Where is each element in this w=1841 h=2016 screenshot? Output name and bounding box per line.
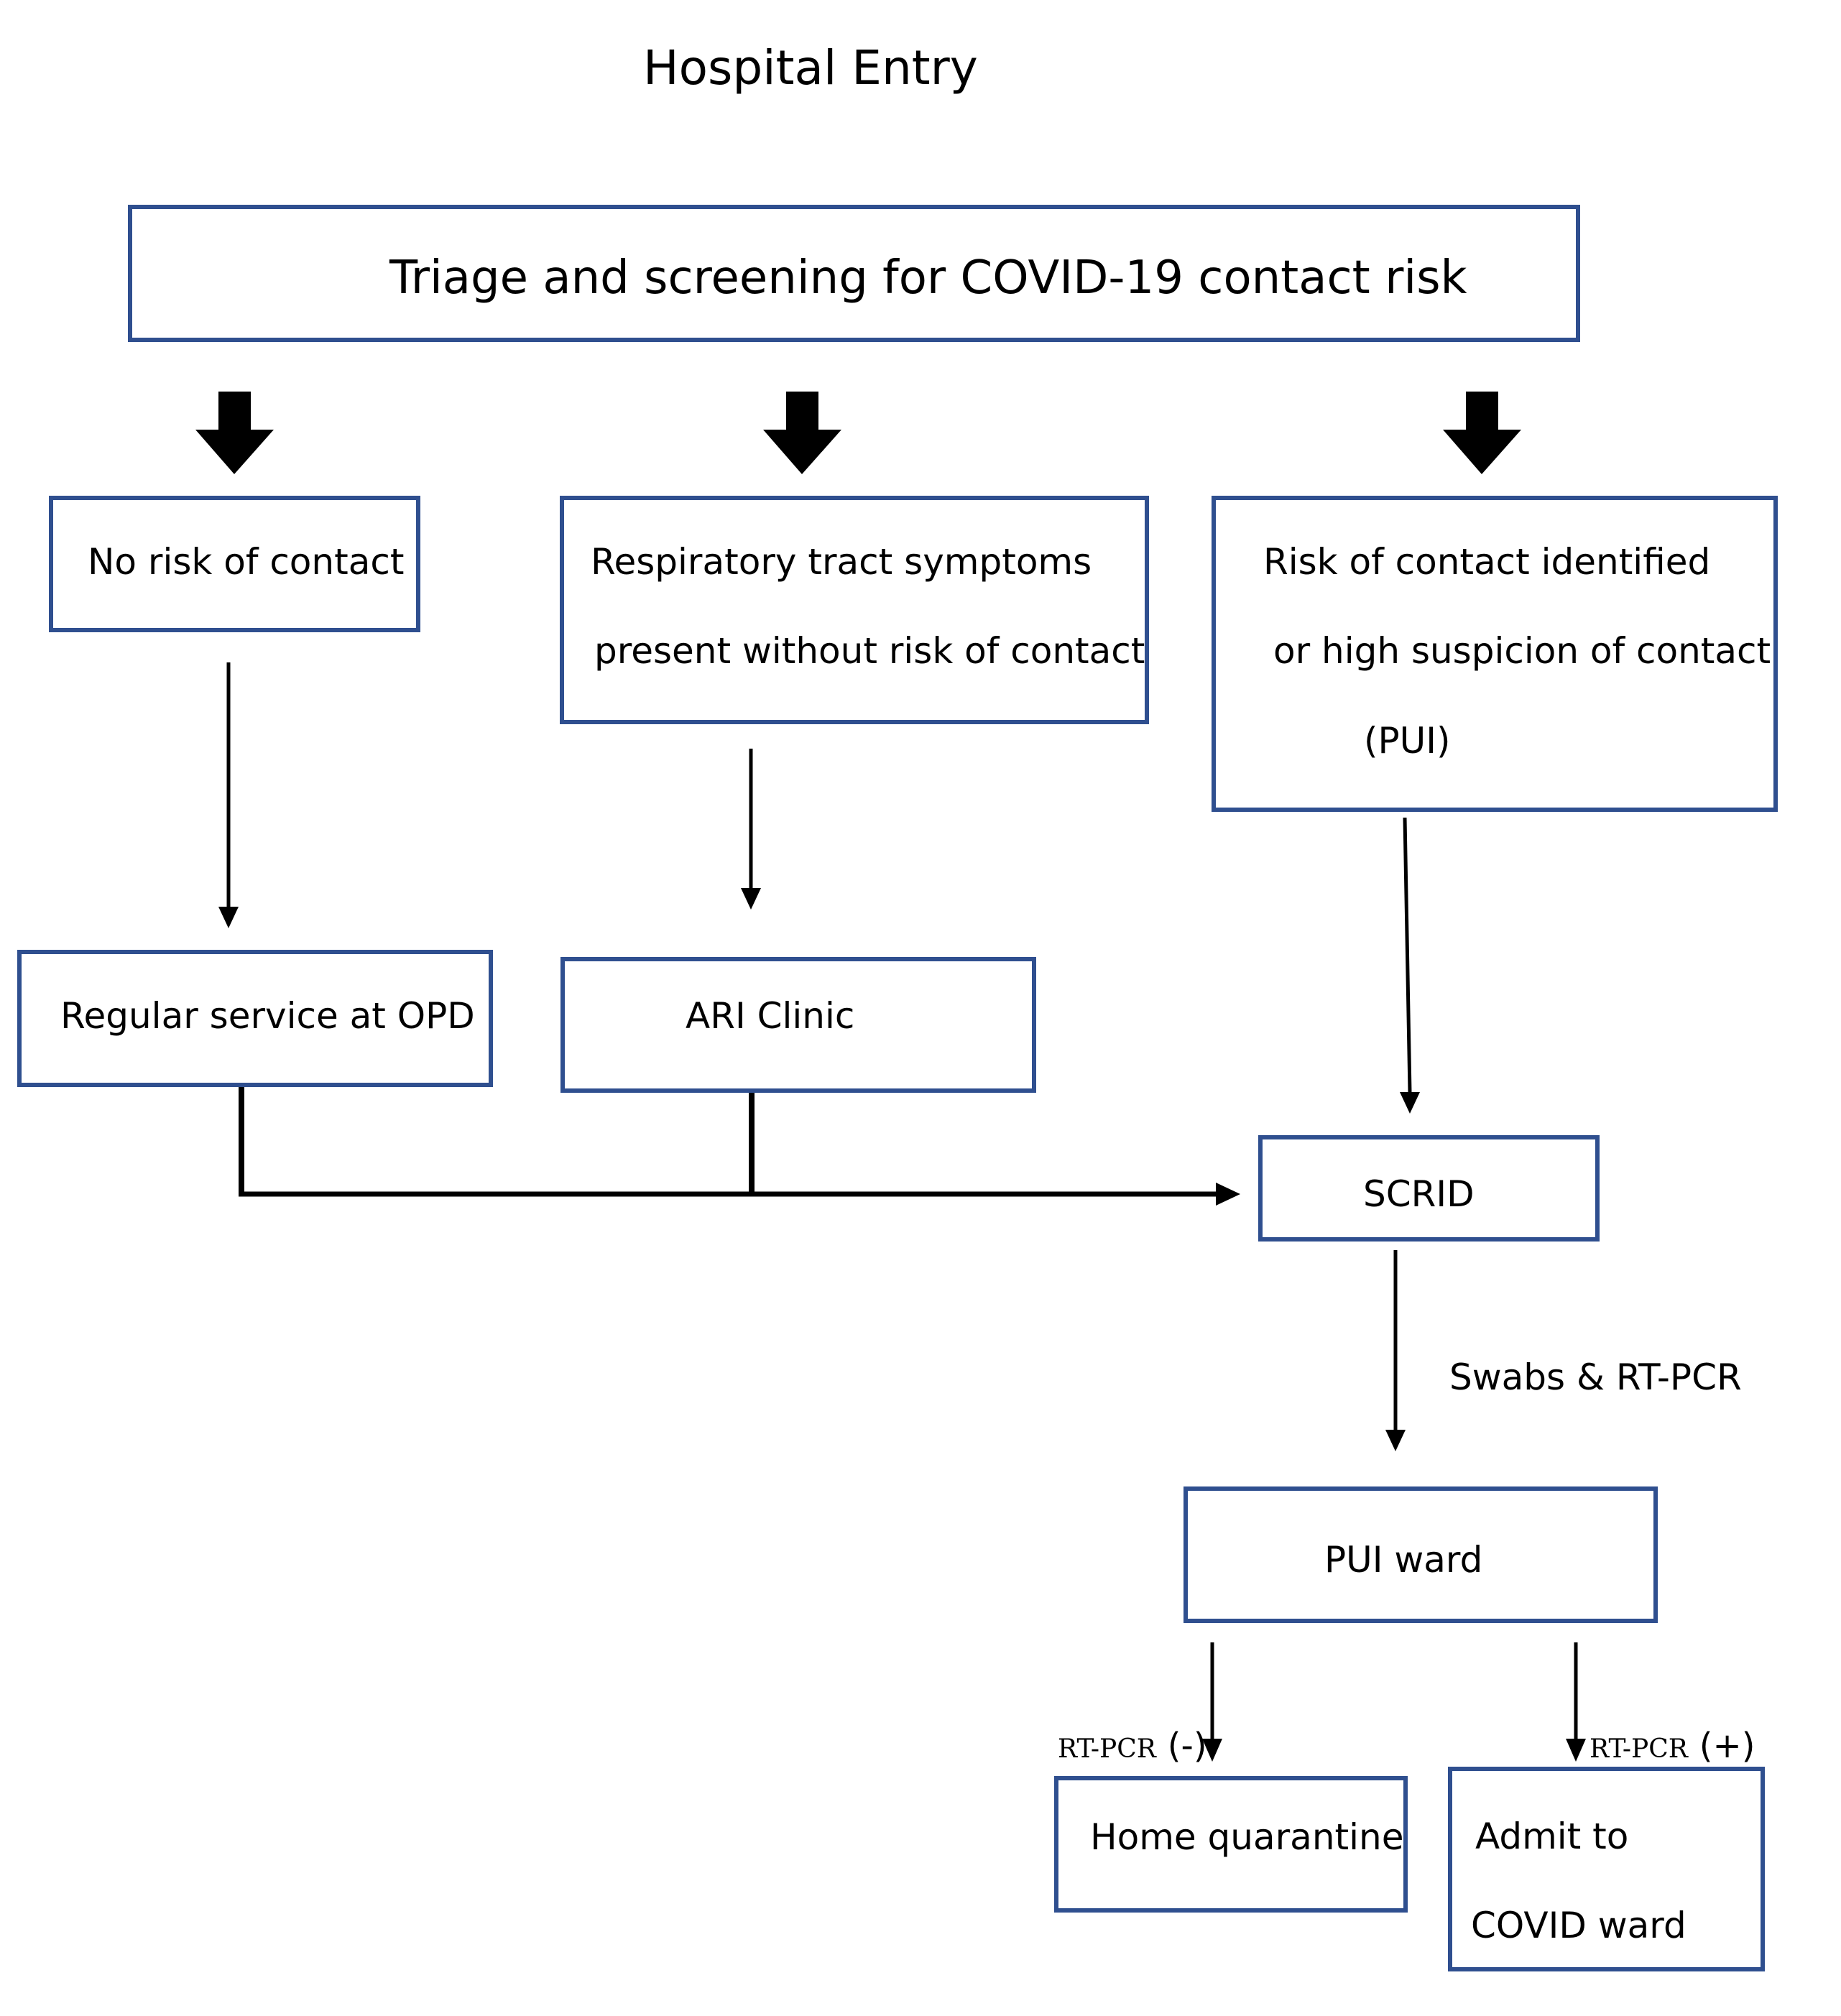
arrow-respiratory-to-ari [741,749,761,910]
arrow-pui-to-covid [1566,1642,1586,1762]
no-risk-box: No risk of contact [49,496,420,632]
rtpcr-negative-sign: (-) [1167,1726,1207,1766]
block-arrow-center [763,392,841,474]
covid-ward-line-2: COVID ward [1471,1905,1687,1946]
scrid-label: SCRID [1363,1173,1475,1215]
opd-box: Regular service at OPD [17,950,493,1087]
ari-label: ARI Clinic [686,995,855,1037]
page-title: Hospital Entry [643,40,978,96]
rtpcr-negative-test: RT-PCR [1058,1734,1156,1764]
risk-box: Risk of contact identified or high suspi… [1212,496,1778,812]
risk-line-1: Risk of contact identified [1263,541,1711,583]
risk-line-2: or high suspicion of contact [1273,630,1771,672]
covid-ward-line-1: Admit to [1475,1816,1629,1857]
arrow-risk-to-scrid [1400,817,1420,1114]
opd-label: Regular service at OPD [60,995,475,1037]
triage-box: Triage and screening for COVID-19 contac… [128,205,1580,342]
rtpcr-negative-label: RT-PCR (-) [1058,1727,1207,1763]
arrow-pui-to-home [1202,1642,1222,1762]
pui-ward-box: PUI ward [1184,1486,1658,1623]
triage-label: Triage and screening for COVID-19 contac… [389,251,1467,305]
no-risk-label: No risk of contact [88,541,405,583]
rtpcr-positive-label: RT-PCR (+) [1589,1727,1755,1763]
rtpcr-positive-sign: (+) [1699,1726,1755,1766]
block-arrow-right [1443,392,1521,474]
respiratory-box: Respiratory tract symptoms present witho… [560,496,1149,724]
arrow-norisk-to-opd [218,662,239,928]
rtpcr-positive-test: RT-PCR [1589,1734,1688,1764]
home-quarantine-label: Home quarantine [1090,1816,1404,1858]
block-arrow-left [195,392,274,474]
covid-ward-box: Admit to COVID ward [1448,1767,1765,1971]
risk-line-3: (PUI) [1364,720,1451,762]
arrow-scrid-to-pui [1385,1250,1406,1451]
scrid-box: SCRID [1258,1135,1600,1241]
respiratory-line-2: present without risk of contact [594,630,1145,672]
ari-box: ARI Clinic [560,957,1036,1093]
pui-ward-label: PUI ward [1324,1539,1483,1581]
respiratory-line-1: Respiratory tract symptoms [591,541,1092,583]
arrow-opd-ari-to-scrid [239,1086,1240,1206]
swabs-label: Swabs & RT-PCR [1449,1356,1742,1398]
home-quarantine-box: Home quarantine [1054,1776,1408,1913]
